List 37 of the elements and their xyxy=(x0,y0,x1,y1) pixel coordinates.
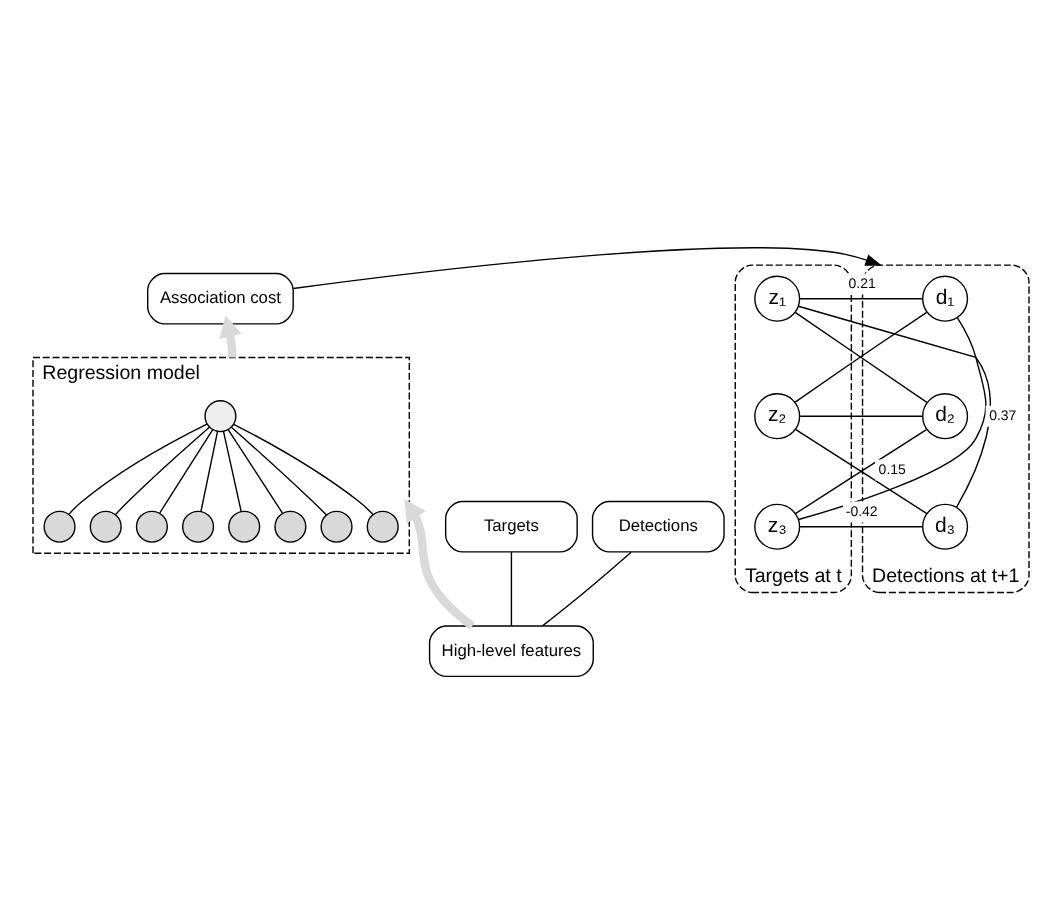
node-circle xyxy=(366,509,399,542)
connector xyxy=(114,425,211,515)
connector xyxy=(799,414,924,416)
connector xyxy=(541,550,632,626)
node-circle xyxy=(228,509,261,542)
node-circle xyxy=(135,509,168,542)
connector xyxy=(227,427,284,513)
node-box: Detections xyxy=(591,499,725,552)
node-circle xyxy=(320,509,353,542)
connector xyxy=(233,422,374,515)
connector xyxy=(510,550,513,626)
node-circle: d₂ xyxy=(922,392,969,439)
arrow xyxy=(404,498,475,629)
connector xyxy=(230,425,328,515)
connector xyxy=(794,310,928,403)
node-circle: d₃ xyxy=(922,502,969,549)
node-circle xyxy=(43,509,76,542)
connector xyxy=(158,428,214,513)
node-box: High-level features xyxy=(428,624,594,677)
node-circle xyxy=(89,509,122,542)
arrow xyxy=(219,314,242,357)
node-circle: z₁ xyxy=(754,274,801,321)
connector xyxy=(200,430,219,512)
connector xyxy=(799,297,923,299)
connector xyxy=(68,422,208,514)
node-circle xyxy=(204,399,237,432)
node-circle: z₃ xyxy=(754,502,801,549)
node-box: Association cost xyxy=(147,271,294,324)
node-box: Targets xyxy=(444,499,578,552)
cluster: Regression model xyxy=(32,355,410,553)
node-circle: d₁ xyxy=(922,274,969,321)
connector xyxy=(222,430,242,512)
arrow xyxy=(292,246,883,289)
node-circle: z₂ xyxy=(754,392,801,439)
connector xyxy=(799,525,923,527)
node-circle xyxy=(274,509,307,542)
node-circle xyxy=(181,509,215,542)
